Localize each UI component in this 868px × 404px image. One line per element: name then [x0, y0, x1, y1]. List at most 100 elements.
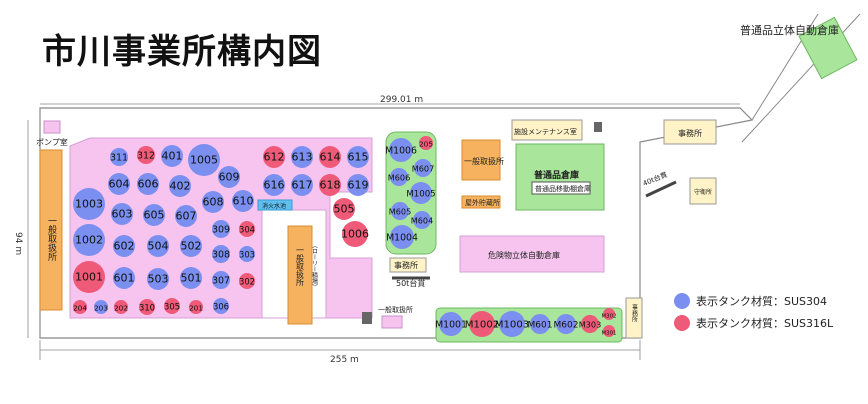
tank-610	[232, 190, 254, 212]
tank-label-309: 309	[212, 225, 230, 236]
tank-label-203: 203	[94, 304, 108, 313]
tank-312	[137, 146, 155, 164]
fire-pond	[257, 199, 293, 211]
tank-M607	[414, 159, 432, 177]
tank-label-M604: M604	[411, 216, 433, 226]
tank-M1006	[389, 138, 413, 162]
warehouse-sub-box	[531, 181, 591, 195]
tank-label-603: 603	[112, 208, 133, 221]
tank-label-M1003: M1003	[495, 320, 530, 331]
tank-505	[333, 198, 355, 220]
general-store-bottom-label: 一般取扱所	[378, 305, 413, 314]
maintenance-room	[511, 119, 583, 141]
tank-308	[212, 245, 230, 263]
general-store-bottom	[381, 315, 403, 329]
tank-202	[114, 300, 128, 314]
tank-label-608: 608	[203, 196, 224, 209]
general-store-mid-sub: （ローリー積場）	[311, 242, 318, 290]
tank-label-614: 614	[320, 151, 341, 164]
tank-label-M1004: M1004	[386, 233, 418, 244]
tank-label-310: 310	[139, 303, 155, 313]
guard-house	[689, 177, 717, 205]
tank-M1002	[469, 311, 495, 337]
tank-616	[263, 174, 285, 196]
tank-614	[319, 146, 341, 168]
tank-311	[110, 148, 128, 166]
tank-M303	[581, 315, 599, 333]
tank-619	[347, 174, 369, 196]
tank-603	[111, 203, 133, 225]
tank-label-201: 201	[189, 304, 203, 313]
tank-618	[319, 174, 341, 196]
tank-label-1001: 1001	[75, 271, 103, 284]
tank-label-602: 602	[114, 240, 135, 253]
tank-label-613: 613	[292, 151, 313, 164]
tank-205	[419, 136, 433, 150]
legend-label-sus316l: 表示タンク材質：SUS316L	[696, 317, 834, 330]
outdoor-storage-label: 屋外貯蔵所	[465, 198, 500, 207]
tank-label-601: 601	[114, 272, 135, 285]
fire-pond-label: 消火水池	[262, 202, 286, 210]
hazmat-auto-warehouse	[459, 235, 605, 273]
tank-609	[218, 166, 240, 188]
page-title: 市川事業所構内図	[42, 32, 322, 72]
pump-room-label: ポンプ室	[36, 137, 68, 147]
legend-label-sus304: 表示タンク材質：SUS304	[696, 295, 828, 308]
tank-label-M601: M601	[528, 321, 553, 331]
tank-label-401: 401	[162, 150, 183, 163]
tank-label-610: 610	[233, 195, 254, 208]
tank-label-305: 305	[164, 302, 180, 312]
outdoor-storage	[461, 195, 501, 209]
tank-label-616: 616	[264, 179, 285, 192]
site-boundary	[39, 107, 754, 339]
tank-label-M301: M301	[602, 331, 617, 337]
small-structure	[594, 122, 602, 132]
bottom-dimension: 255 m	[330, 355, 359, 365]
general-store-right	[461, 139, 501, 181]
tank-label-M605: M605	[389, 207, 411, 217]
tank-label-312: 312	[137, 151, 155, 162]
legend-swatch-sus316l	[674, 315, 690, 331]
general-store-left-label: 一般取扱所	[46, 216, 57, 262]
tank-label-615: 615	[348, 151, 369, 164]
tank-label-205: 205	[419, 140, 433, 149]
scale-40t-bar	[645, 180, 677, 198]
hazmat-auto-warehouse-label: 危険物立体自動倉庫	[488, 250, 560, 260]
tank-label-311: 311	[110, 153, 128, 164]
tank-612	[263, 146, 285, 168]
tank-label-302: 302	[239, 277, 255, 287]
tank-305	[164, 298, 180, 314]
tank-label-606: 606	[138, 178, 159, 191]
tank-label-M602: M602	[554, 321, 579, 331]
scale-50t: 50t台貫	[396, 278, 425, 288]
pump-room-block	[43, 120, 61, 134]
tank-504	[147, 235, 169, 257]
warehouse	[515, 143, 605, 211]
tank-613	[291, 146, 313, 168]
tank-label-1002: 1002	[75, 234, 103, 247]
tank-501	[180, 267, 202, 289]
tank-302	[239, 273, 255, 289]
legend-row-sus316l: 表示タンク材質：SUS316L	[674, 312, 833, 334]
tank-1002	[73, 224, 105, 256]
legend-swatch-sus304	[674, 293, 690, 309]
tank-606	[137, 173, 159, 195]
tank-304	[239, 221, 255, 237]
tank-204	[73, 300, 87, 314]
office-center-label: 事務所	[394, 260, 418, 270]
bottom-pillar	[362, 312, 372, 324]
tank-502	[180, 235, 202, 257]
tank-605	[143, 204, 165, 226]
tank-label-307: 307	[212, 276, 230, 287]
tank-M606	[390, 168, 408, 186]
office-right-label: 事務所	[678, 128, 702, 138]
tank-602	[113, 235, 135, 257]
tank-402	[169, 175, 191, 197]
maintenance-room-label: 施設メンテナンス室	[514, 127, 577, 136]
tank-label-M303: M303	[579, 320, 601, 330]
tank-M605	[391, 202, 409, 220]
tank-label-202: 202	[114, 304, 128, 313]
left-dimension: 94 m	[13, 232, 23, 255]
tank-label-503: 503	[148, 273, 169, 286]
tank-label-501: 501	[181, 272, 202, 285]
